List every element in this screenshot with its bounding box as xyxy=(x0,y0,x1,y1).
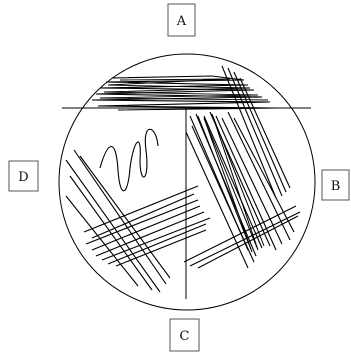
label-a: A xyxy=(168,4,195,36)
label-d: D xyxy=(9,161,38,191)
streak-c xyxy=(84,186,210,266)
streak-b xyxy=(186,112,294,268)
label-d-text: D xyxy=(18,170,28,185)
label-b: B xyxy=(322,170,349,200)
label-a-text: A xyxy=(176,14,187,29)
label-c: C xyxy=(170,319,199,351)
label-b-text: B xyxy=(331,179,341,194)
streak-d-wave xyxy=(100,129,158,191)
label-c-text: C xyxy=(180,329,190,344)
